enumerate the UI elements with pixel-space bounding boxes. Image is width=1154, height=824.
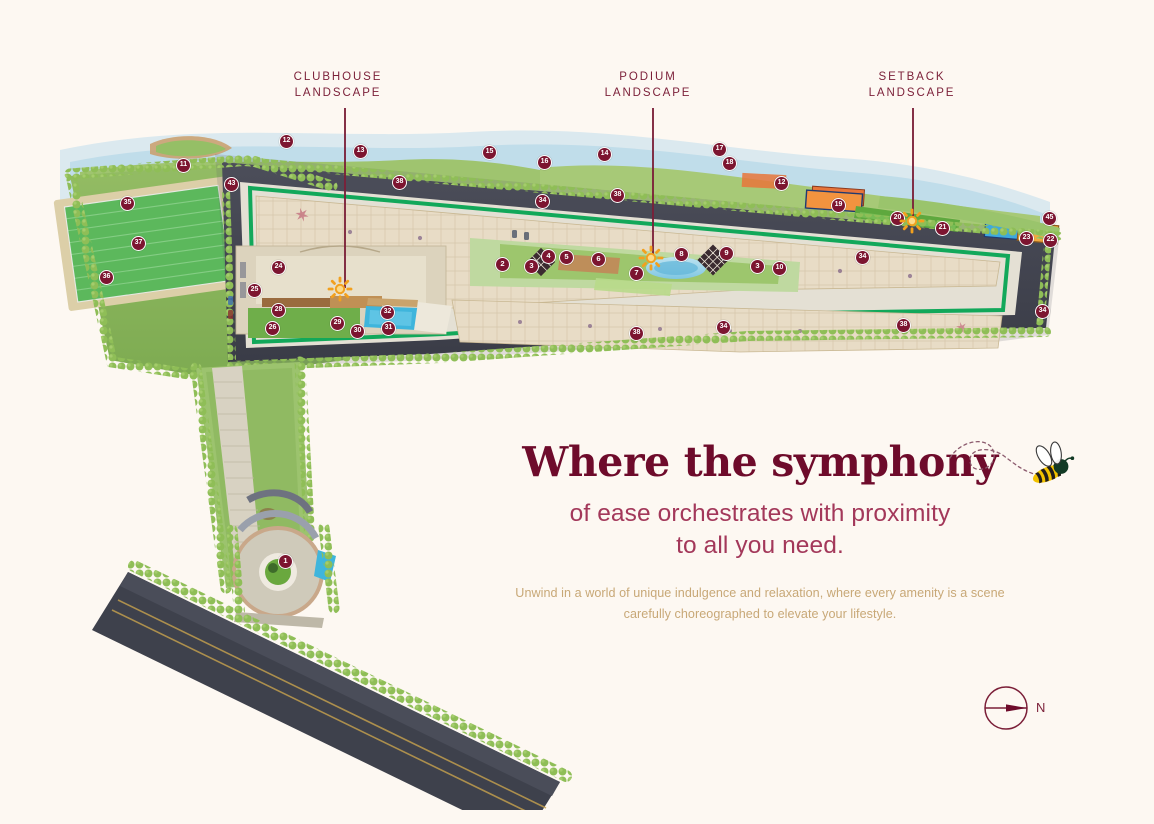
- site-marker[interactable]: 10: [772, 261, 787, 276]
- site-marker[interactable]: 38: [896, 318, 911, 333]
- site-marker[interactable]: 4: [541, 249, 556, 264]
- site-marker[interactable]: 36: [99, 270, 114, 285]
- site-marker[interactable]: 9: [719, 246, 734, 261]
- site-marker[interactable]: 18: [722, 156, 737, 171]
- leader-line-clubhouse: [344, 108, 346, 288]
- leader-line-setback: [912, 108, 914, 220]
- site-marker[interactable]: 38: [629, 326, 644, 341]
- site-marker[interactable]: 13: [353, 144, 368, 159]
- site-marker[interactable]: 7: [629, 266, 644, 281]
- parked-vehicles: [228, 230, 529, 319]
- leader-line-podium: [652, 108, 654, 256]
- compass-rose-icon: [984, 686, 1028, 730]
- site-marker[interactable]: 17: [712, 142, 727, 157]
- site-marker[interactable]: 38: [610, 188, 625, 203]
- site-marker[interactable]: 32: [380, 305, 395, 320]
- sunburst-marker-clubhouse: [327, 276, 353, 302]
- site-marker[interactable]: 31: [381, 321, 396, 336]
- site-marker[interactable]: 28: [271, 303, 286, 318]
- site-marker[interactable]: 21: [935, 221, 950, 236]
- sunburst-marker-setback: [899, 208, 925, 234]
- callout-label-clubhouse: CLUBHOUSE LANDSCAPE: [293, 71, 383, 99]
- site-marker[interactable]: 12: [279, 134, 294, 149]
- site-marker[interactable]: 6: [591, 252, 606, 267]
- site-marker[interactable]: 25: [247, 283, 262, 298]
- site-marker[interactable]: 26: [265, 321, 280, 336]
- site-marker[interactable]: 14: [597, 147, 612, 162]
- marketing-copy-block: Where the symphony of ease orchestrates …: [460, 440, 1060, 624]
- callout-label-setback: SETBACK LANDSCAPE: [868, 71, 956, 99]
- site-marker[interactable]: 8: [674, 247, 689, 262]
- master-site-plan-map[interactable]: [0, 110, 1090, 810]
- site-marker[interactable]: 45: [1042, 211, 1057, 226]
- site-marker[interactable]: 30: [350, 324, 365, 339]
- site-marker[interactable]: 22: [1043, 233, 1058, 248]
- site-marker[interactable]: 11: [176, 158, 191, 173]
- site-marker[interactable]: 15: [482, 145, 497, 160]
- bee-body: [1032, 441, 1075, 484]
- sunburst-marker-podium: [638, 245, 664, 271]
- site-marker[interactable]: 23: [1019, 231, 1034, 246]
- site-marker[interactable]: 2: [495, 257, 510, 272]
- main-highway: [92, 560, 572, 810]
- site-marker[interactable]: 5: [559, 250, 574, 265]
- site-marker[interactable]: 34: [1035, 304, 1050, 319]
- site-marker[interactable]: 34: [855, 250, 870, 265]
- site-marker[interactable]: 3: [524, 259, 539, 274]
- site-marker[interactable]: 37: [131, 236, 146, 251]
- site-marker[interactable]: 19: [831, 198, 846, 213]
- site-marker[interactable]: 43: [224, 177, 239, 192]
- clubhouse-precinct: [235, 245, 452, 338]
- subheadline: of ease orchestrates with proximity to a…: [569, 500, 951, 560]
- site-marker[interactable]: 24: [271, 260, 286, 275]
- site-marker[interactable]: 16: [537, 155, 552, 170]
- site-marker[interactable]: 34: [535, 194, 550, 209]
- site-marker[interactable]: 29: [330, 316, 345, 331]
- site-marker[interactable]: 35: [120, 196, 135, 211]
- headline: Where the symphony: [522, 438, 998, 486]
- bee-illustration: [949, 441, 1075, 484]
- tree-borders: [64, 154, 1063, 384]
- site-marker[interactable]: 3: [750, 259, 765, 274]
- compass-north-label: N: [1036, 700, 1046, 715]
- site-marker[interactable]: 1: [278, 554, 293, 569]
- site-marker[interactable]: 34: [716, 320, 731, 335]
- callout-label-podium: PODIUM LANDSCAPE: [604, 71, 692, 99]
- body-paragraph: Unwind in a world of unique indulgence a…: [515, 585, 1005, 621]
- site-marker[interactable]: 38: [392, 175, 407, 190]
- site-marker[interactable]: 12: [774, 176, 789, 191]
